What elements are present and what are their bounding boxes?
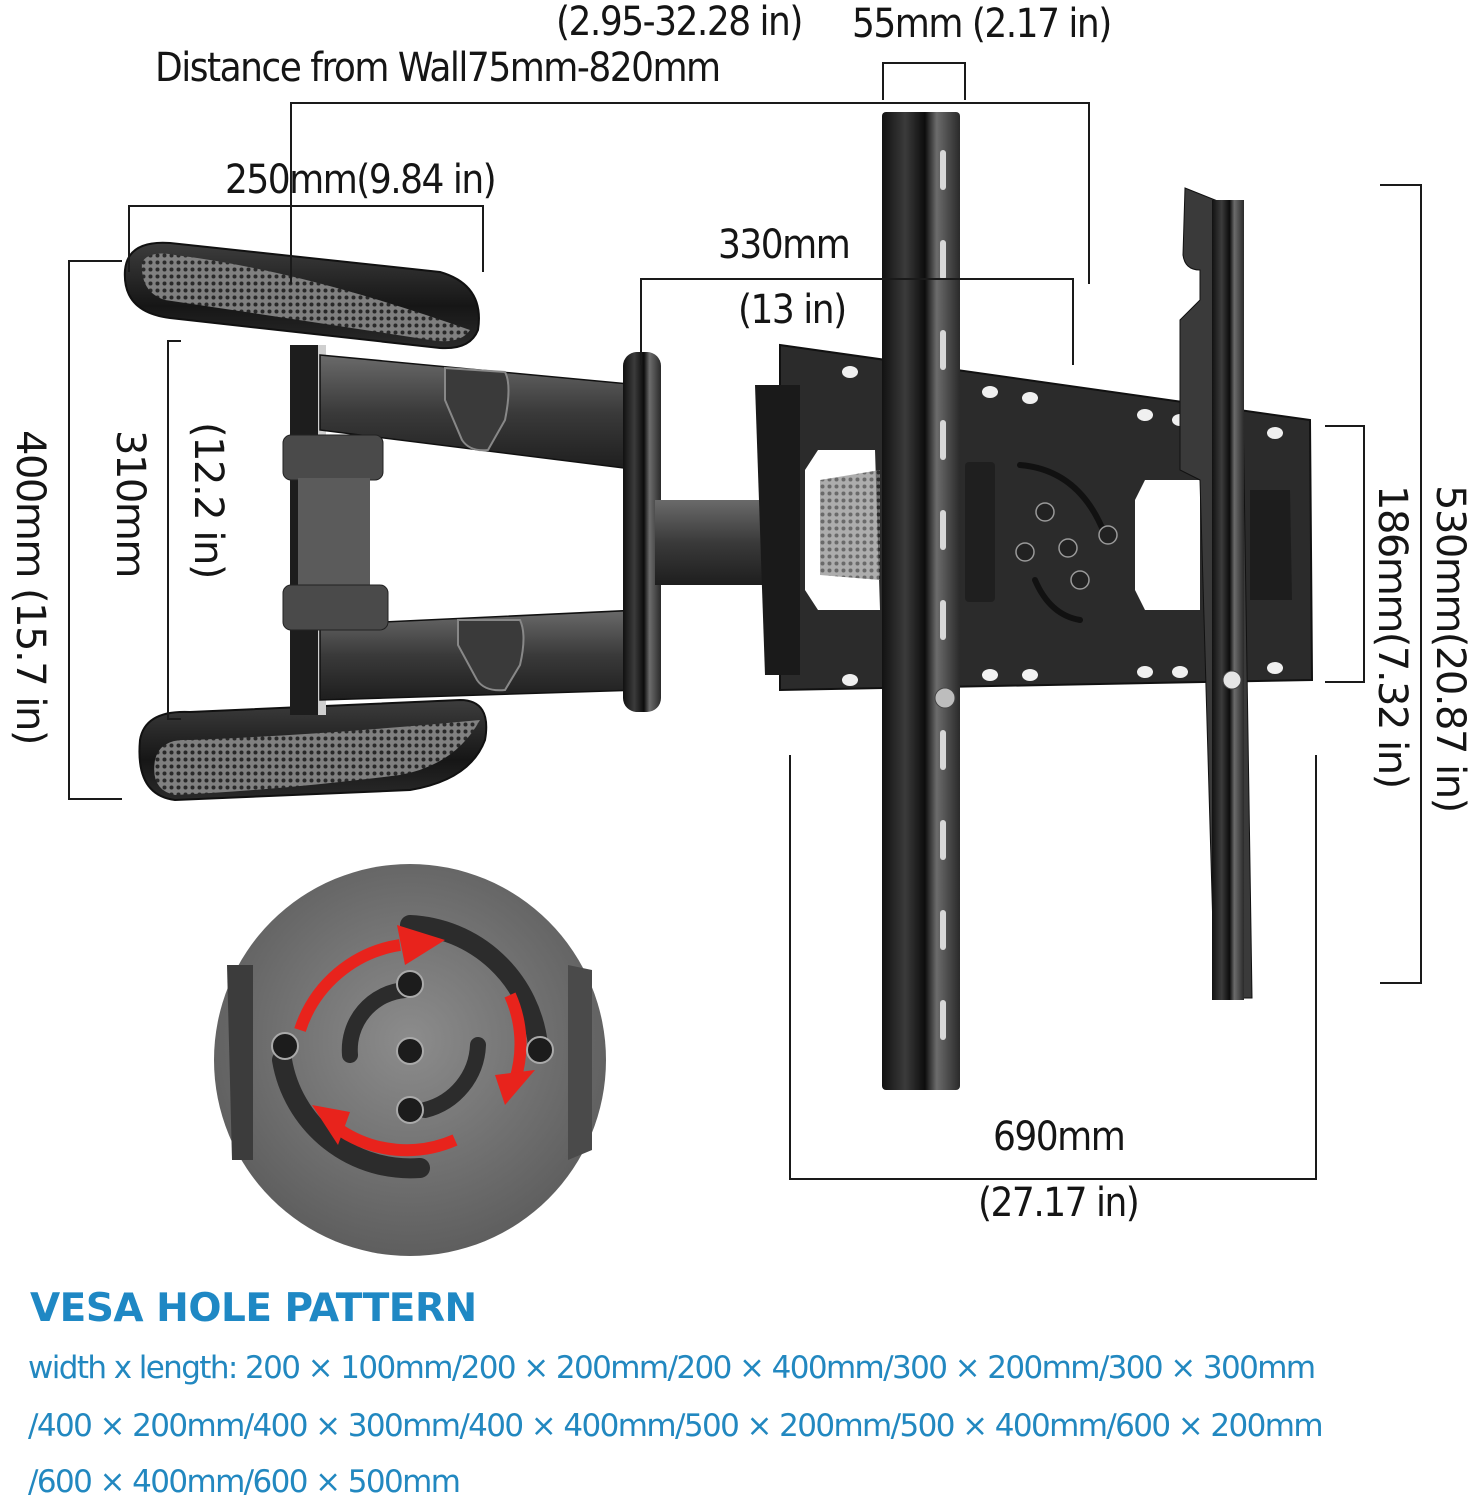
plate-height-bracket	[68, 260, 122, 800]
depth-range-in-label: (2.95-32.28 in)	[556, 0, 803, 45]
distance-from-wall-label: Distance from Wall75mm-820mm	[155, 45, 721, 91]
arm-spacing-mm-label: 330mm	[718, 222, 851, 268]
inner-height-in-label: (12.2 in)	[185, 422, 231, 578]
articulating-arms-icon	[282, 352, 805, 712]
inner-height-mm-label: 310mm	[107, 430, 153, 577]
bracket-width-bracket	[789, 755, 1317, 1180]
vesa-line-3: /600 × 400mm/600 × 500mm	[28, 1464, 461, 1500]
vesa-line-2: /400 × 200mm/400 × 300mm/400 × 400mm/500…	[28, 1408, 1324, 1444]
rail-width-bracket	[882, 62, 966, 100]
arm-spacing-in-label: (13 in)	[738, 287, 847, 333]
rotation-disc-icon	[214, 864, 606, 1256]
vesa-title: VESA HOLE PATTERN	[30, 1286, 477, 1331]
inner-height-bracket	[167, 340, 181, 720]
plate-width-bracket	[128, 205, 484, 272]
bracket-height-label: 530mm(20.87 in)	[1427, 485, 1473, 812]
bracket-height-bracket	[1380, 184, 1422, 984]
wall-plate-height-label: 400mm (15.7 in)	[7, 430, 53, 744]
bracket-width-in-label: (27.17 in)	[978, 1180, 1140, 1226]
wall-distance-bracket	[290, 102, 1090, 284]
vesa-line-1: width x length: 200 × 100mm/200 × 200mm/…	[28, 1350, 1316, 1386]
arm-spacing-bracket	[640, 278, 1074, 365]
tv-plate-height-bracket	[1325, 425, 1365, 683]
bracket-width-mm-label: 690mm	[993, 1114, 1126, 1160]
wall-plate-width-label: 250mm(9.84 in)	[225, 157, 497, 203]
plate-height-label: 186mm(7.32 in)	[1369, 485, 1415, 788]
rail-width-label: 55mm (2.17 in)	[852, 1, 1112, 47]
vertical-rail-icon	[882, 112, 1253, 1090]
tv-mount-illustration	[123, 112, 1314, 1256]
